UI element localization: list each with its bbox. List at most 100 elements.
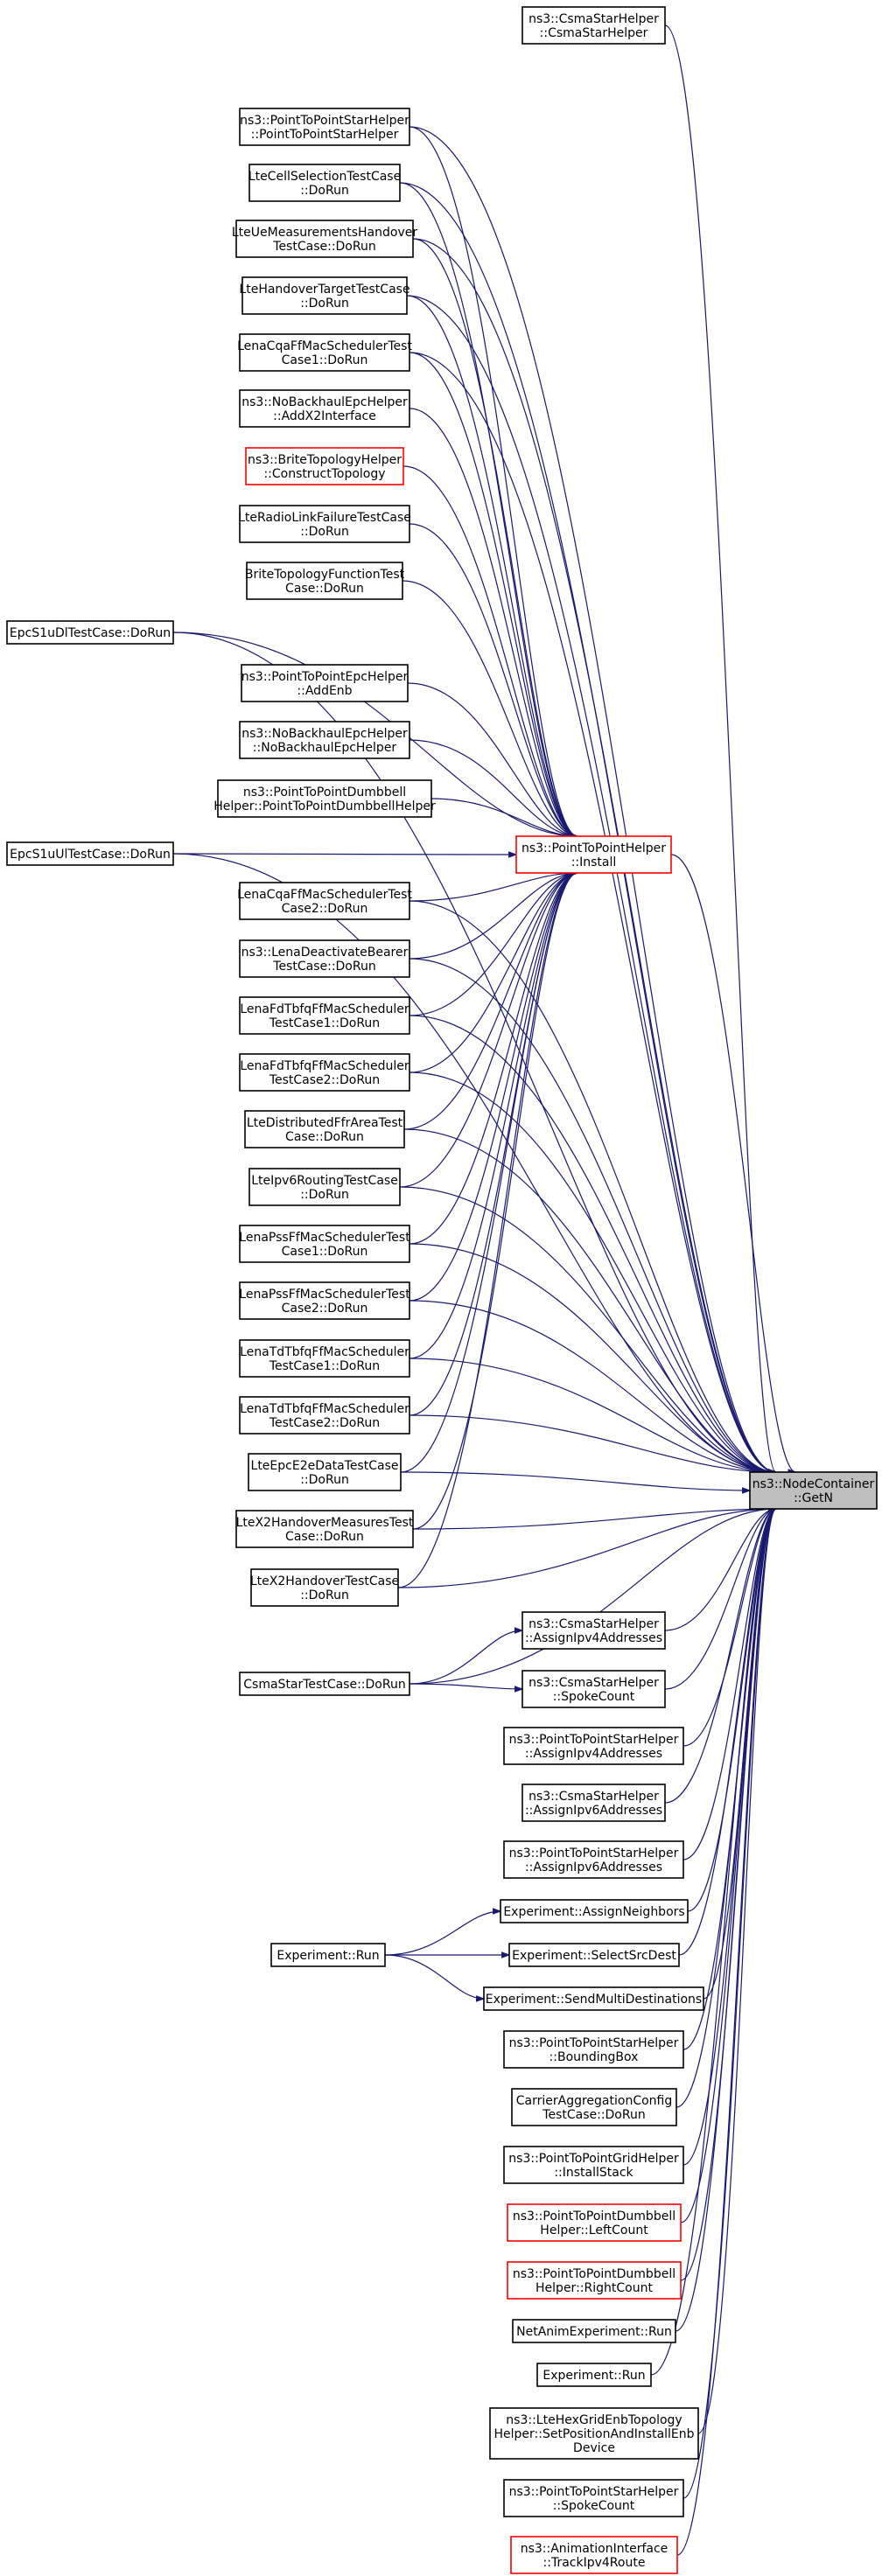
node-label: Experiment::SelectSrcDest: [512, 1949, 676, 1963]
call-edge: [650, 1508, 777, 2376]
node-box: [246, 562, 403, 600]
call-edge: [409, 872, 578, 1359]
node-label: ns3::PointToPointDumbbell: [243, 785, 406, 799]
node-lteepce2e[interactable]: LteEpcE2eDataTestCase::DoRun: [248, 1453, 402, 1491]
node-ltehexgrid[interactable]: ns3::LteHexGridEnbTopologyHelper::SetPos…: [489, 2407, 699, 2460]
node-label: ns3::LteHexGridEnbTopology: [506, 2413, 682, 2427]
node-label: LteIpv6RoutingTestCase: [251, 1174, 398, 1188]
call-edge: [680, 1508, 777, 2223]
node-label: LenaCqaFfMacSchedulerTest: [237, 339, 412, 353]
node-csmastar-ipv4[interactable]: ns3::CsmaStarHelper::AssignIpv4Addresses: [522, 1611, 666, 1650]
arrowhead: [501, 1951, 511, 1958]
node-box: [248, 1168, 401, 1206]
call-edge: [399, 182, 578, 837]
node-label: ns3::PointToPointDumbbell: [513, 2267, 676, 2281]
node-label: Case::DoRun: [285, 582, 364, 596]
node-label: ns3::PointToPointHelper: [522, 841, 666, 855]
node-brite-construct[interactable]: ns3::BriteTopologyHelper::ConstructTopol…: [245, 447, 404, 485]
node-box: [248, 1453, 402, 1491]
node-exp-multidest[interactable]: Experiment::SendMultiDestinations: [483, 1986, 704, 2011]
node-label: LteX2HandoverMeasuresTest: [236, 1516, 414, 1530]
node-exp-run2[interactable]: Experiment::Run: [536, 2363, 652, 2387]
arrowhead: [493, 1908, 502, 1915]
node-s1dl[interactable]: EpcS1uDlTestCase::DoRun: [6, 620, 174, 645]
node-p2pdumbbell-right[interactable]: ns3::PointToPointDumbbellHelper::RightCo…: [507, 2261, 682, 2300]
node-label: Helper::LeftCount: [540, 2223, 648, 2237]
call-edge: [675, 1508, 777, 2332]
node-p2pepc-addenb[interactable]: ns3::PointToPointEpcHelper::AddEnb: [241, 664, 409, 702]
node-exp-run[interactable]: Experiment::Run: [270, 1943, 386, 1967]
node-label: Experiment::AssignNeighbors: [503, 1905, 684, 1919]
node-getn[interactable]: ns3::NodeContainer::GetN: [749, 1471, 878, 1510]
node-s1ul[interactable]: EpcS1uUlTestCase::DoRun: [6, 841, 174, 866]
node-nobackhaul-x2[interactable]: ns3::NoBackhaulEpcHelper::AddX2Interface: [239, 389, 410, 428]
call-edge: [412, 872, 578, 1530]
node-csmastar-ctor[interactable]: ns3::CsmaStarHelper::CsmaStarHelper: [522, 6, 666, 45]
node-label: LteDistributedFfrAreaTest: [247, 1116, 403, 1130]
arrowhead: [476, 1995, 486, 2002]
node-box: [242, 276, 408, 315]
node-box: [503, 2030, 684, 2069]
node-label: ::DoRun: [300, 184, 349, 198]
call-edge: [680, 1508, 777, 2281]
call-edge: [697, 1508, 777, 2434]
node-box: [6, 620, 174, 645]
node-label: ns3::LenaDeactivateBearer: [242, 946, 409, 960]
node-netanim-run[interactable]: NetAnimExperiment::Run: [512, 2319, 676, 2343]
node-exp-srcdest[interactable]: Experiment::SelectSrcDest: [508, 1943, 680, 1967]
node-nobackhaul-ctor[interactable]: ns3::NoBackhaulEpcHelper::NoBackhaulEpcH…: [239, 721, 410, 759]
node-box: [503, 1840, 684, 1879]
node-label: TestCase::DoRun: [542, 2108, 645, 2122]
node-ltex2ho[interactable]: LteX2HandoverTestCase::DoRun: [250, 1568, 399, 1607]
node-p2pstar-spoke[interactable]: ns3::PointToPointStarHelper::SpokeCount: [503, 2479, 684, 2517]
node-label: ::AssignIpv6Addresses: [525, 1860, 662, 1874]
call-edge: [409, 1358, 777, 1473]
node-box: [522, 1670, 666, 1708]
call-edge: [409, 1683, 523, 1690]
call-edge: [407, 682, 578, 837]
node-lteipv6[interactable]: LteIpv6RoutingTestCase::DoRun: [248, 1168, 401, 1206]
node-ltecellsel[interactable]: LteCellSelectionTestCase::DoRun: [248, 164, 401, 202]
node-p2pdumbbell-left[interactable]: ns3::PointToPointDumbbellHelper::LeftCou…: [507, 2203, 682, 2242]
node-p2pstar-ipv4[interactable]: ns3::PointToPointStarHelper::AssignIpv4A…: [503, 1727, 684, 1765]
node-p2p-install[interactable]: ns3::PointToPointHelper::Install: [515, 835, 672, 874]
node-p2pstar-ipv6[interactable]: ns3::PointToPointStarHelper::AssignIpv6A…: [503, 1840, 684, 1879]
node-box: [239, 333, 410, 372]
node-label: ::BoundingBox: [550, 2050, 639, 2064]
node-label: LteX2HandoverTestCase: [250, 1574, 399, 1588]
node-p2pstar-ctor[interactable]: ns3::PointToPointStarHelper::PointToPoin…: [239, 108, 410, 146]
call-edge: [406, 295, 777, 1473]
node-lterlf[interactable]: LteRadioLinkFailureTestCase::DoRun: [238, 505, 411, 543]
node-csmastar-ipv6[interactable]: ns3::CsmaStarHelper::AssignIpv6Addresses: [522, 1784, 666, 1822]
node-ltehotarget[interactable]: LteHandoverTargetTestCase::DoRun: [239, 276, 410, 315]
call-edge: [409, 1243, 777, 1473]
call-edge: [409, 872, 578, 960]
node-box: [245, 447, 404, 485]
node-animiface[interactable]: ns3::AnimationInterface::TrackIpv4Route: [510, 2536, 678, 2574]
node-p2pstar-bbox[interactable]: ns3::PointToPointStarHelper::BoundingBox: [503, 2030, 684, 2069]
node-csmastar-spoke[interactable]: ns3::CsmaStarHelper::SpokeCount: [522, 1670, 666, 1708]
node-label: Case1::DoRun: [282, 353, 368, 367]
node-p2pdumbbell-ctor[interactable]: ns3::PointToPointDumbbellHelper::PointTo…: [214, 779, 436, 818]
call-edge: [400, 872, 578, 1473]
node-label: ns3::PointToPointDumbbell: [513, 2209, 676, 2223]
node-csmastartc[interactable]: CsmaStarTestCase::DoRun: [239, 1672, 410, 1696]
node-p2pgrid-stack[interactable]: ns3::PointToPointGridHelper::InstallStac…: [503, 2146, 684, 2184]
node-label: Case::DoRun: [285, 1530, 364, 1544]
node-exp-neighbors[interactable]: Experiment::AssignNeighbors: [500, 1899, 689, 1923]
